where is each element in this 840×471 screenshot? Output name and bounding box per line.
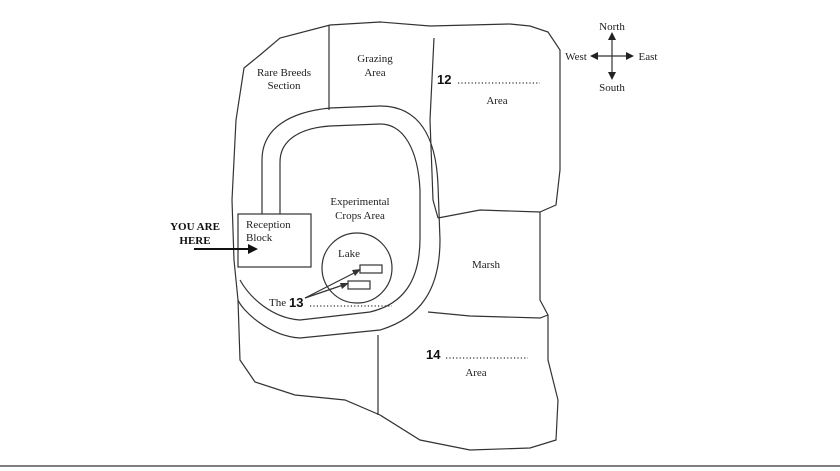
road-inner-ring xyxy=(239,123,421,321)
grazing-label-2: Area xyxy=(364,67,385,79)
experimental-label-1: Experimental xyxy=(330,196,389,208)
compass-south-label: South xyxy=(599,82,625,94)
lake-label: Lake xyxy=(338,248,360,260)
lake-box-upper xyxy=(359,264,383,274)
lake-circle xyxy=(321,232,393,304)
marsh-label: Marsh xyxy=(472,259,501,271)
q14-area-label: Area xyxy=(465,367,486,379)
compass-rose xyxy=(590,32,634,80)
q13-arrow-upper xyxy=(304,270,359,299)
you-are-here-line-1: YOU ARE xyxy=(170,221,220,233)
q12-area-label: Area xyxy=(486,95,507,107)
q12-number: 12 xyxy=(437,72,451,87)
compass-east-label: East xyxy=(639,51,658,63)
experimental-label-2: Crops Area xyxy=(335,210,385,222)
you-are-here-line-2: HERE xyxy=(179,235,210,247)
q13-prefix: The xyxy=(269,297,286,309)
reception-block-box xyxy=(237,213,312,268)
divider-grazing-area12 xyxy=(429,37,439,219)
lake-box-lower xyxy=(347,280,371,290)
q13-arrowhead-upper xyxy=(352,269,361,276)
rare-breeds-label-1: Rare Breeds xyxy=(257,67,311,79)
road-outer-ring xyxy=(237,105,441,339)
reception-label-1: Reception xyxy=(246,219,291,231)
compass-north-label: North xyxy=(599,21,625,33)
q14-number: 14 xyxy=(426,347,441,362)
divider-marsh-area14 xyxy=(427,311,549,319)
you-are-here-arrowhead xyxy=(248,244,258,254)
reception-label-2: Block xyxy=(246,232,273,244)
q13-arrow-lower xyxy=(304,283,347,299)
divider-area12-marsh xyxy=(437,209,541,219)
rare-breeds-label-2: Section xyxy=(268,80,301,92)
grazing-label-1: Grazing xyxy=(357,53,393,65)
compass-west-label: West xyxy=(565,51,587,63)
q13-number: 13 xyxy=(289,295,303,310)
q13-arrowhead-lower xyxy=(340,283,349,289)
